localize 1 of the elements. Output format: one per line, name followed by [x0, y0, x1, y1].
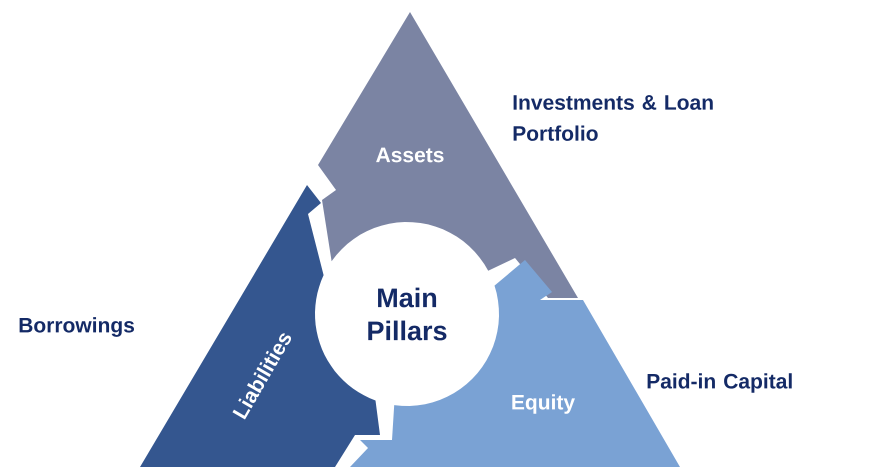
side-label: Borrowings — [20, 317, 134, 337]
